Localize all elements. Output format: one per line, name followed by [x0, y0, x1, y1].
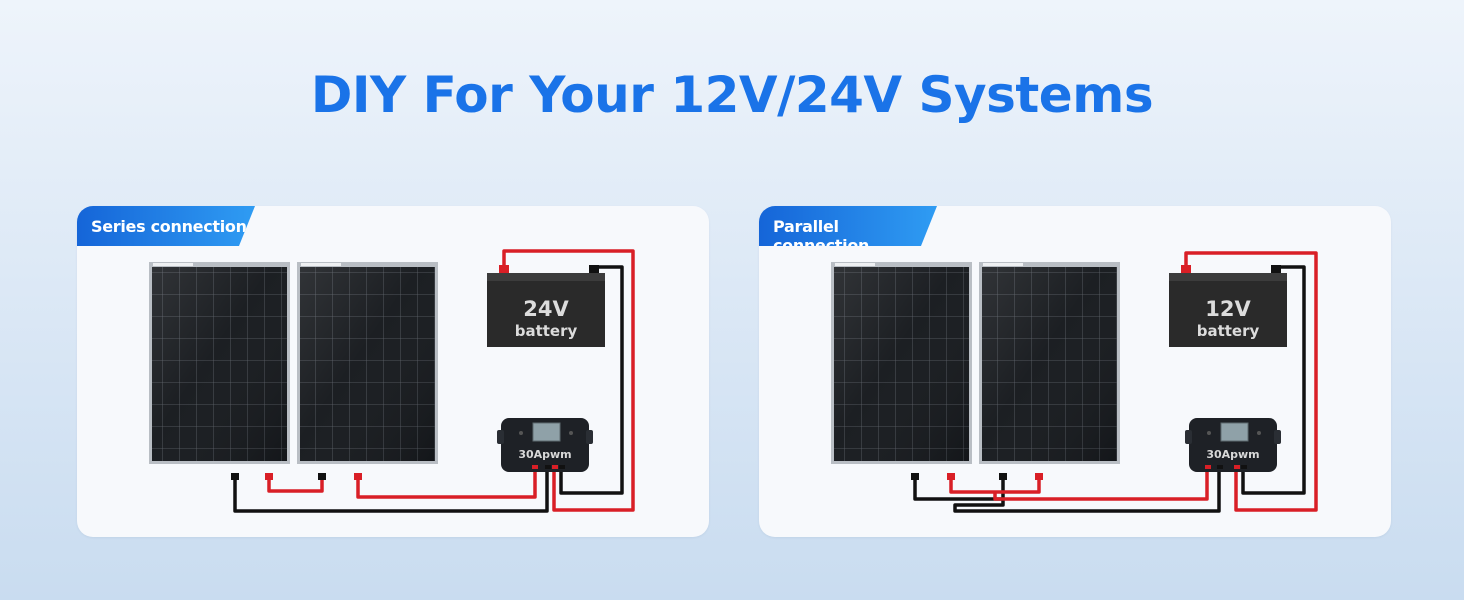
series-connection-tag: Series connection [77, 206, 255, 246]
series-wiring-diagram: 24V battery 30Apwm [149, 249, 635, 513]
battery-voltage-label: 12V [1205, 297, 1251, 321]
positive-wire-panel-to-controller [356, 471, 537, 499]
negative-wire-controller-to-battery [559, 265, 624, 495]
solar-panel-2 [979, 262, 1120, 464]
battery-voltage-label: 24V [523, 297, 569, 321]
parallel-connection-tag: Parallel connection [759, 206, 937, 246]
solar-panel-2 [297, 262, 438, 464]
battery-label: battery [515, 322, 578, 340]
positive-wire-controller-to-battery [502, 249, 635, 512]
battery-12v: 12V battery [1169, 265, 1287, 347]
controller-label: 30Apwm [1206, 448, 1259, 461]
series-connection-card: Series connection [77, 206, 709, 537]
panel-terminals [911, 473, 1043, 480]
parallel-connection-label: Parallel connection [773, 217, 870, 255]
controller-lcd-screen [1220, 422, 1249, 442]
battery-label: battery [1197, 322, 1260, 340]
battery-24v: 24V battery [487, 265, 605, 347]
negative-wire-controller-to-battery [1241, 265, 1306, 495]
parallel-connection-card: Parallel connection [759, 206, 1391, 537]
series-jumper-wire [267, 479, 324, 493]
positive-wire-controller-to-battery [1184, 251, 1318, 512]
solar-panel-1 [149, 262, 290, 464]
charge-controller: 30Apwm [497, 418, 593, 472]
series-connection-label: Series connection [91, 217, 247, 236]
parallel-wires [913, 251, 1318, 513]
page-title: DIY For Your 12V/24V Systems [310, 66, 1154, 124]
negative-branch-wire [913, 479, 1003, 501]
parallel-wiring-diagram: 12V battery 30Apwm [831, 251, 1318, 513]
series-wires [233, 249, 635, 513]
positive-branch-wire [949, 479, 1041, 494]
solar-panel-1 [831, 262, 972, 464]
panel-terminals [231, 473, 362, 480]
charge-controller: 30Apwm [1185, 418, 1281, 472]
controller-lcd-screen [532, 422, 561, 442]
controller-label: 30Apwm [518, 448, 571, 461]
positive-wire-panels-to-controller [993, 471, 1209, 501]
negative-wire-panel-to-controller [233, 471, 549, 513]
